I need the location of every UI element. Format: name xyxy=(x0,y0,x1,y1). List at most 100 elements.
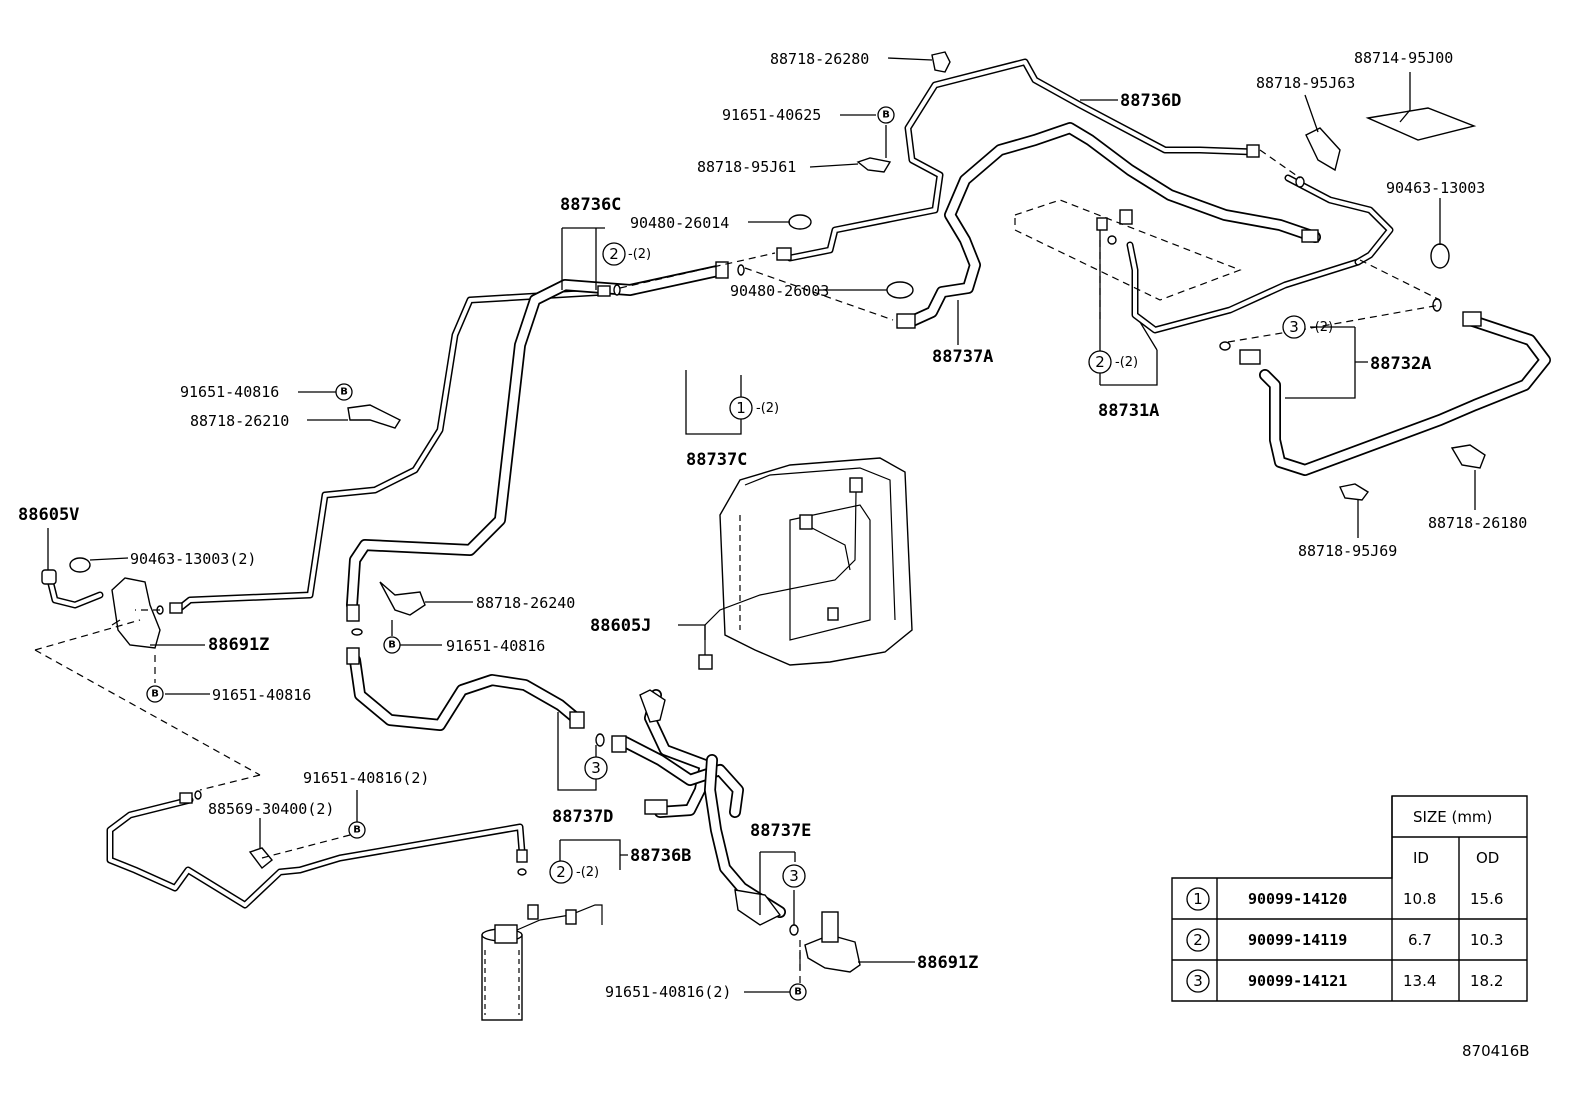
label-90463-13003[interactable]: 90463-13003 xyxy=(1386,179,1485,197)
label-91651-40816-2a[interactable]: 91651-40816(2) xyxy=(303,769,429,787)
svg-text:13.4: 13.4 xyxy=(1403,972,1436,990)
label-88718-95J61[interactable]: 88718-95J61 xyxy=(697,158,796,176)
table-header-size: SIZE (mm) xyxy=(1413,808,1492,826)
svg-text:B: B xyxy=(794,987,802,998)
svg-text:2: 2 xyxy=(1193,931,1203,949)
label-88737E[interactable]: 88737E xyxy=(750,821,811,841)
callout-circle-2-88736B: 2 -(2) xyxy=(549,860,599,884)
svg-text:2: 2 xyxy=(609,245,619,263)
label-88736D[interactable]: 88736D xyxy=(1120,91,1181,111)
clamp-88718-26240[interactable] xyxy=(379,581,426,616)
label-88737C[interactable]: 88737C xyxy=(686,450,747,470)
table-row: 2 90099-14119 6.7 10.3 xyxy=(1186,928,1503,952)
label-88718-95J63[interactable]: 88718-95J63 xyxy=(1256,74,1355,92)
evaporator-unit[interactable] xyxy=(719,457,913,666)
label-88737D[interactable]: 88737D xyxy=(552,807,613,827)
bolt-marker-91651-40816-b: B xyxy=(383,636,401,654)
grommet-90480-26003[interactable] xyxy=(886,281,914,299)
svg-text:1: 1 xyxy=(736,399,746,417)
pipe-88736B[interactable] xyxy=(106,796,526,909)
label-88569-30400-2[interactable]: 88569-30400(2) xyxy=(208,800,334,818)
label-88732A[interactable]: 88732A xyxy=(1370,354,1431,374)
label-90480-26014[interactable]: 90480-26014 xyxy=(630,214,729,232)
label-88714-95J00[interactable]: 88714-95J00 xyxy=(1354,49,1453,67)
svg-text:-(2): -(2) xyxy=(1115,355,1138,370)
sticker-88714-95J00 xyxy=(1365,107,1477,141)
clip-88718-95J61[interactable] xyxy=(856,157,892,173)
label-91651-40816-a[interactable]: 91651-40816 xyxy=(180,383,279,401)
callout-circle-1-88737C: 1 -(2) xyxy=(729,396,779,420)
svg-text:-(2): -(2) xyxy=(576,865,599,880)
label-91651-40816-b[interactable]: 91651-40816 xyxy=(446,637,545,655)
pipe-88737C[interactable] xyxy=(346,264,728,611)
table-row: 3 90099-14121 13.4 18.2 xyxy=(1186,969,1503,993)
vacuum-line-valve[interactable] xyxy=(639,689,782,926)
pipe-88731A[interactable] xyxy=(1126,174,1394,334)
svg-text:-(2): -(2) xyxy=(756,401,779,416)
pipe-88736D[interactable] xyxy=(786,58,1259,262)
o-rings xyxy=(156,176,1442,936)
valve-88691Z-upper[interactable] xyxy=(111,577,161,649)
label-88718-26240[interactable]: 88718-26240 xyxy=(476,594,575,612)
label-88718-26280[interactable]: 88718-26280 xyxy=(770,50,869,68)
label-88605V[interactable]: 88605V xyxy=(18,505,79,525)
label-88691Z-lower[interactable]: 88691Z xyxy=(917,953,978,973)
sensor-88605V[interactable] xyxy=(41,569,57,585)
pipe-88736C[interactable] xyxy=(176,288,609,612)
svg-text:B: B xyxy=(340,387,348,398)
label-90480-26003[interactable]: 90480-26003 xyxy=(730,282,829,300)
label-88718-26210[interactable]: 88718-26210 xyxy=(190,412,289,430)
callout-circle-2-88731A: 2 -(2) xyxy=(1088,350,1138,374)
clamp-88718-26180[interactable] xyxy=(1450,444,1486,469)
bolt-marker-91651-40625: B xyxy=(877,106,895,124)
clamp-88718-26210[interactable] xyxy=(347,404,402,429)
label-88736B[interactable]: 88736B xyxy=(630,846,691,866)
svg-text:2: 2 xyxy=(1095,353,1105,371)
pipe-88737A[interactable] xyxy=(904,122,1321,328)
clamp-88718-26280[interactable] xyxy=(931,51,951,73)
expansion-valve-88691Z-lower[interactable] xyxy=(799,911,861,973)
callout-circle-3-88737D: 3 xyxy=(584,756,608,780)
label-88718-95J69[interactable]: 88718-95J69 xyxy=(1298,542,1397,560)
svg-text:10.8: 10.8 xyxy=(1403,890,1436,908)
svg-text:18.2: 18.2 xyxy=(1470,972,1503,990)
hose-clamp-90463-13003[interactable] xyxy=(1430,243,1450,269)
svg-text:1: 1 xyxy=(1193,890,1203,908)
svg-text:90099-14121: 90099-14121 xyxy=(1248,972,1347,990)
pipe-88605V-wire xyxy=(46,576,104,609)
label-88731A[interactable]: 88731A xyxy=(1098,401,1159,421)
receiver-drier[interactable] xyxy=(481,904,603,1021)
svg-text:B: B xyxy=(882,110,890,121)
svg-text:3: 3 xyxy=(1289,318,1299,336)
svg-text:10.3: 10.3 xyxy=(1470,931,1503,949)
label-88737A[interactable]: 88737A xyxy=(932,347,993,367)
hose-clamp-90463-13003-2[interactable] xyxy=(69,557,91,573)
grommet-90480-26014[interactable] xyxy=(788,214,812,230)
svg-text:2: 2 xyxy=(556,863,566,881)
clamp-88718-95J63[interactable] xyxy=(1305,127,1341,172)
bolt-marker-91651-40816-2b: B xyxy=(789,983,807,1001)
label-90463-13003-2[interactable]: 90463-13003(2) xyxy=(130,550,256,568)
bolt-marker-91651-40816-2a: B xyxy=(348,821,366,839)
callout-circle-3-88732A: 3 -(2) xyxy=(1282,315,1333,339)
label-88736C[interactable]: 88736C xyxy=(560,195,621,215)
label-91651-40625[interactable]: 91651-40625 xyxy=(722,106,821,124)
svg-text:-(2): -(2) xyxy=(628,247,651,262)
clip-88718-95J69[interactable] xyxy=(1338,483,1370,501)
label-91651-40816-2b[interactable]: 91651-40816(2) xyxy=(605,983,731,1001)
table-header-od: OD xyxy=(1476,849,1499,867)
bracket-88569-30400[interactable] xyxy=(248,847,273,869)
label-88718-26180[interactable]: 88718-26180 xyxy=(1428,514,1527,532)
svg-text:B: B xyxy=(388,640,396,651)
pipe-88732A[interactable] xyxy=(1259,314,1551,476)
pipe-88737D[interactable] xyxy=(349,654,584,731)
table-row: 1 90099-14120 10.8 15.6 xyxy=(1186,887,1503,911)
svg-text:B: B xyxy=(353,825,361,836)
bolt-marker-91651-40816-c: B xyxy=(146,685,164,703)
svg-text:3: 3 xyxy=(591,759,601,777)
label-88605J[interactable]: 88605J xyxy=(590,616,651,636)
label-88691Z-upper[interactable]: 88691Z xyxy=(208,635,269,655)
svg-text:15.6: 15.6 xyxy=(1470,890,1503,908)
label-91651-40816-c[interactable]: 91651-40816 xyxy=(212,686,311,704)
svg-text:-(2): -(2) xyxy=(1310,320,1333,335)
